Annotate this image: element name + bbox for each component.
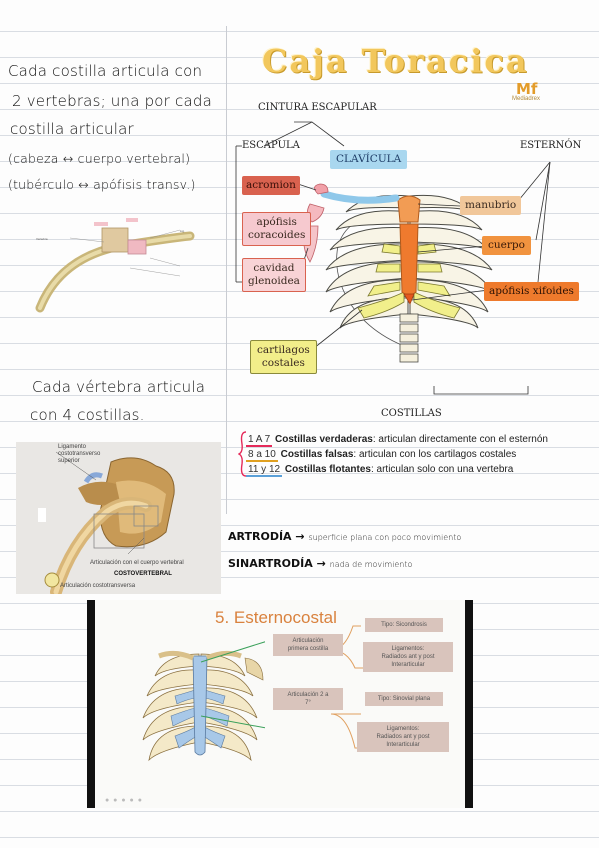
arrow-icon: → <box>316 557 326 570</box>
tag-manubrio: manubrio <box>460 196 522 215</box>
tag-clavicula: CLAVÍCULA <box>330 150 408 169</box>
legend-range: 8 a 10 <box>246 449 278 462</box>
legend-range: 1 A 7 <box>246 434 273 447</box>
label-cintura-escapular: CINTURA ESCAPULAR <box>258 102 377 113</box>
label-escapula: ESCAPULA <box>242 140 300 151</box>
column-divider <box>226 26 227 514</box>
note-term: ARTRODÍA <box>228 530 292 543</box>
vertebra-illustration <box>38 451 175 598</box>
tag-apofisis-xifoides: apófisis xifoides <box>484 282 579 301</box>
tag-cavidad-glenoidea: cavidad glenoidea <box>242 258 306 292</box>
label-esternon: ESTERNÓN <box>520 140 582 151</box>
note-line: (cabeza ↔ cuerpo vertebral) <box>8 151 191 166</box>
note-artrodia: ARTRODÍA → superficie plana con poco mov… <box>228 530 461 543</box>
tag-acromion: acromion <box>242 176 300 195</box>
esternocostal-slide: 5. Esternocostal <box>87 600 473 808</box>
legend-row: 8 a 10 Costillas falsas: articulan con l… <box>246 449 517 462</box>
slide-box-tipo-2: Tipo: Sinovial plana <box>365 692 443 706</box>
note-line: con 4 costillas. <box>30 406 145 424</box>
legend-desc: : articulan con los cartilagos costales <box>353 449 517 460</box>
slide-box-ligamentos-1: Ligamentos: Radiados ant y post Interart… <box>363 642 453 672</box>
legend-term: Costillas falsas <box>280 449 354 460</box>
tag-cartilagos-costales: cartilagos costales <box>250 340 317 374</box>
arrow-icon: → <box>295 530 305 543</box>
vertebra-label-body: Articulación con el cuerpo vertebral <box>90 560 184 566</box>
diagram-title: Caja Toracica <box>262 42 529 80</box>
tag-cuerpo: cuerpo <box>482 236 531 255</box>
vertebra-label-costovertebral: COSTOVERTEBRAL <box>114 571 172 577</box>
vertebra-label-ligament: Ligamento costotransverso superior <box>58 444 101 464</box>
label-costillas: COSTILLAS <box>381 408 442 419</box>
note-desc: superficie plana con poco movimiento <box>308 533 462 542</box>
note-line: Cada vértebra articula <box>32 378 206 396</box>
note-line: Cada costilla articula con <box>8 62 203 80</box>
slide-box-articulacion-1: Articulación primera costilla <box>273 634 343 656</box>
legend-row: 1 A 7 Costillas verdaderas: articulan di… <box>246 434 548 447</box>
legend-desc: : articulan directamente con el esternón <box>372 434 548 445</box>
svg-text:Lig.: Lig. <box>180 229 185 233</box>
note-line: 2 vertebras; una por cada <box>12 92 212 110</box>
note-line: costilla articular <box>10 120 134 138</box>
legend-range: 11 y 12 <box>246 464 283 477</box>
slide-box-tipo-1: Tipo: Sicondrosis <box>365 618 443 632</box>
legend-term: Costillas flotantes <box>284 464 371 475</box>
slide-thorax-illustration <box>142 641 265 762</box>
legend-desc: : articulan solo con una vertebra <box>370 464 514 475</box>
thorax-illustration <box>235 121 551 395</box>
legend-brace <box>238 431 247 477</box>
note-sinartrodia: SINARTRODÍA → nada de movimiento <box>228 557 412 570</box>
slide-title: 5. Esternocostal <box>215 608 337 627</box>
note-term: SINARTRODÍA <box>228 557 313 570</box>
slide-box-ligamentos-2: Ligamentos: Radiados ant y post Interart… <box>357 722 449 752</box>
slide-pager-dots[interactable]: ● ● ● ● ● <box>105 797 143 804</box>
legend-row: 11 y 12 Costillas flotantes: articulan s… <box>246 464 514 477</box>
note-desc: nada de movimiento <box>329 560 413 569</box>
vertebra-figure: Ligamento costotransverso superior Artic… <box>16 442 221 598</box>
brand-logo: Mf <box>516 80 538 98</box>
brand-subtitle: Mediadrex <box>512 96 541 102</box>
rib-articulation-figure: Vértebra Lig. <box>35 218 195 313</box>
slide-box-articulacion-2: Articulación 2 a 7° <box>273 688 343 710</box>
svg-text:Vértebra: Vértebra <box>36 237 48 241</box>
note-line: (tubérculo ↔ apófisis transv.) <box>8 177 196 192</box>
vertebra-label-costotransverse: Articulación costotransversa <box>60 583 136 589</box>
tag-apofisis-coracoides: apófisis coracoides <box>242 212 312 246</box>
legend-term: Costillas verdaderas <box>275 434 373 445</box>
